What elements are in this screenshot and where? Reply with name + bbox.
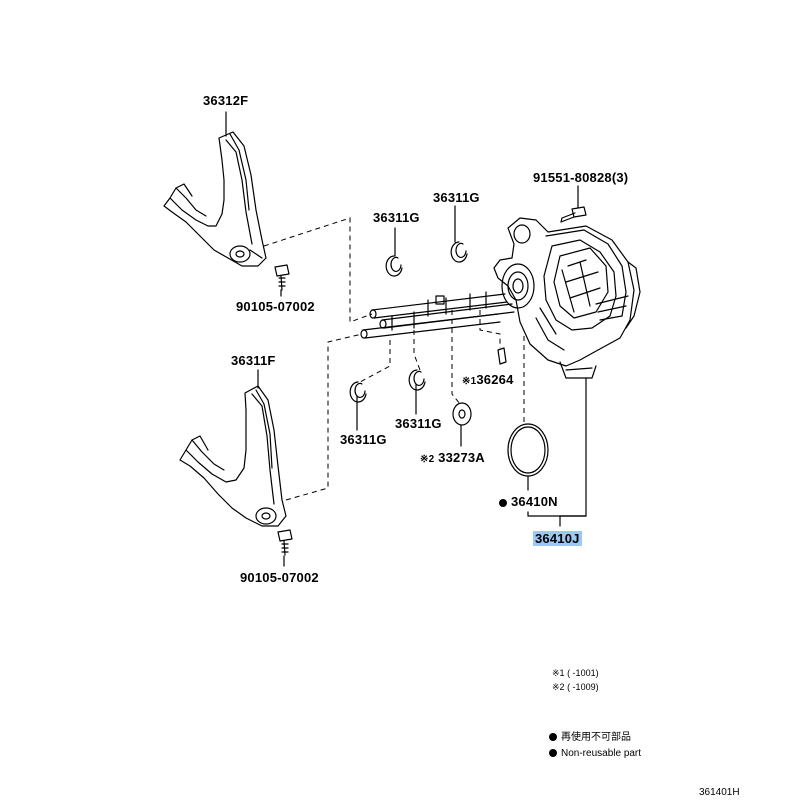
shift-housing-drawing <box>493 217 641 379</box>
label-washer-33273A[interactable]: ※2 33273A <box>420 450 485 467</box>
shift-fork-upper-drawing <box>163 131 267 267</box>
figure-id: 361401H <box>699 787 740 798</box>
legend-japanese: 再使用不可部品 <box>549 731 631 745</box>
shift-fork-lower-drawing <box>179 385 287 527</box>
label-assembly-36410J-highlighted[interactable]: 36410J <box>533 531 582 546</box>
label-bolt-upper-90105-07002[interactable]: 90105-07002 <box>236 299 315 314</box>
label-snap-ring-36311G-c[interactable]: 36311G <box>340 432 387 447</box>
label-pin-36264[interactable]: ※136264 <box>462 372 514 389</box>
footnote-1-range: ( -1001) <box>567 668 599 678</box>
shift-shafts-drawing <box>360 291 515 339</box>
label-fork-36311F[interactable]: 36311F <box>231 353 276 368</box>
dashed-ref-ring-a <box>359 340 391 383</box>
label-oring-36410N[interactable]: 36410N <box>499 494 558 509</box>
label-snap-ring-36311G-b[interactable]: 36311G <box>433 190 480 205</box>
o-ring-drawing <box>507 423 549 477</box>
washer-drawing <box>452 402 472 426</box>
bolt-housing-drawing <box>560 206 587 223</box>
label-snap-ring-36311G-a[interactable]: 36311G <box>373 210 420 225</box>
dashed-ref-ring-b <box>413 330 421 371</box>
dashed-ref-lower-fork <box>285 333 363 501</box>
dashed-ref-pin <box>479 310 501 348</box>
bolt-lower-drawing <box>277 529 293 556</box>
label-bolt-housing-91551-80828[interactable]: 91551-80828(3) <box>533 170 629 185</box>
legend-english: Non-reusable part <box>549 747 641 761</box>
dashed-ref-washer <box>451 310 461 405</box>
label-fork-36312F[interactable]: 36312F <box>203 93 249 108</box>
footnote-1-mark: ※1 <box>552 668 565 678</box>
legend-english-text: Non-reusable part <box>561 748 642 759</box>
footnote-1: ※1 ( -1001) <box>552 667 599 679</box>
oring-part-number: 36410N <box>511 494 558 509</box>
label-snap-ring-36311G-d[interactable]: 36311G <box>395 416 442 431</box>
footnote-2-mark: ※2 <box>552 682 565 692</box>
washer-note-mark: ※2 <box>420 454 435 465</box>
footnote-2-range: ( -1009) <box>567 682 599 692</box>
snap-rings-drawing <box>349 241 468 403</box>
dashed-ref-upper-fork <box>263 217 373 323</box>
pin-note-mark: ※1 <box>462 376 477 387</box>
footnote-2: ※2 ( -1009) <box>552 681 599 693</box>
pin-drawing <box>497 347 507 365</box>
washer-part-number: 33273A <box>438 450 485 465</box>
bolt-upper-drawing <box>274 264 290 291</box>
non-reusable-dot-icon <box>499 499 507 507</box>
legend-dot-icon <box>549 749 557 757</box>
legend-japanese-text: 再使用不可部品 <box>561 732 631 743</box>
pin-part-number: 36264 <box>476 372 514 387</box>
label-bolt-lower-90105-07002[interactable]: 90105-07002 <box>240 570 319 585</box>
legend-dot-icon <box>549 733 557 741</box>
leader-lines <box>225 111 587 567</box>
